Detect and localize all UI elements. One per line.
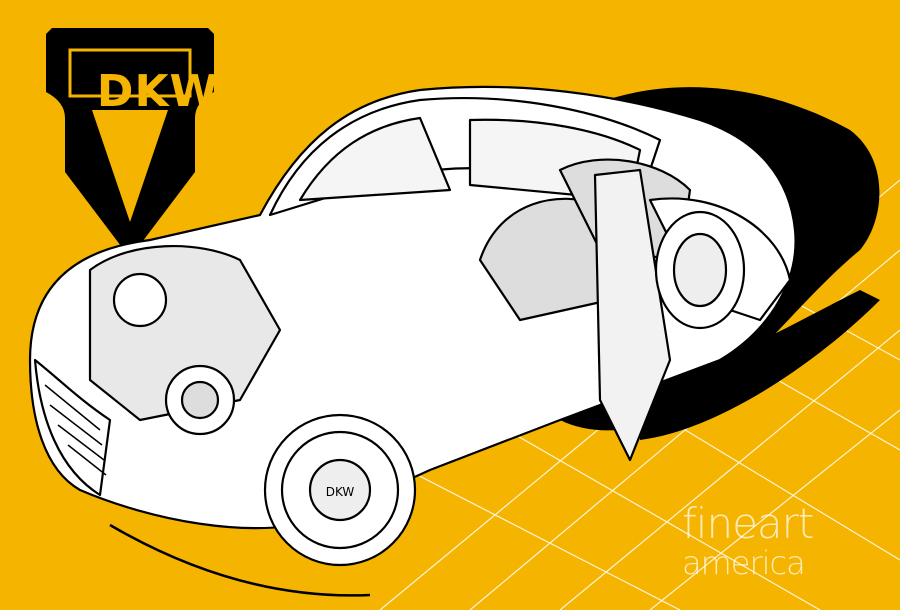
shield-icon: [46, 28, 214, 258]
hubcap-label: DKW: [326, 485, 355, 499]
dkw-logo: DKW: [30, 22, 230, 262]
watermark-line1: fineart: [682, 499, 814, 548]
logo-text: DKW: [96, 66, 220, 117]
watermark-line2: america: [682, 544, 806, 582]
watermark: fineart america: [682, 499, 872, 582]
